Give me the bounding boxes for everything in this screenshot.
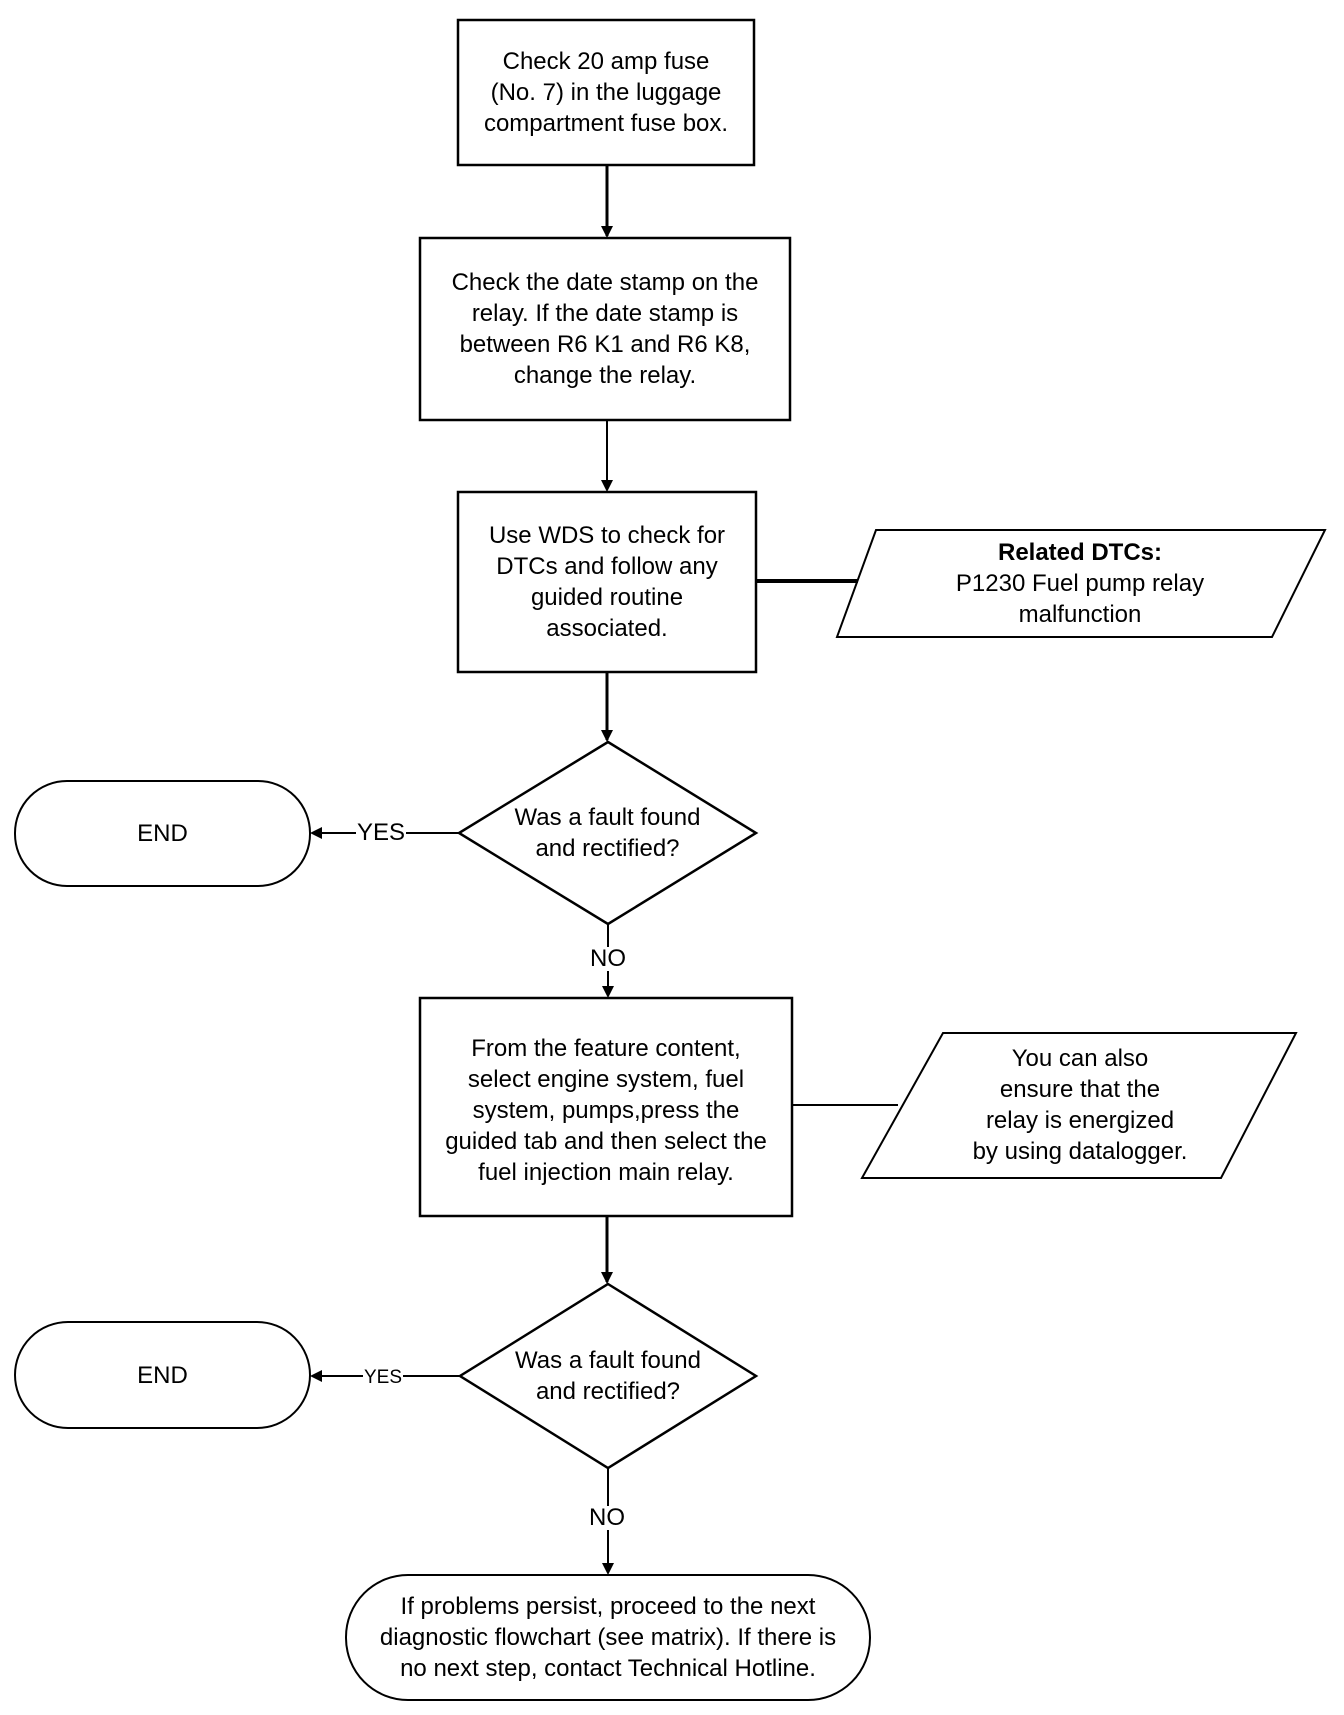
check-date-stamp-box	[418, 236, 792, 422]
related-dtcs-body: P1230 Fuel pump relay malfunction	[955, 570, 1205, 628]
no-label-1: NO	[589, 945, 627, 972]
datalogger-note-text: You can also ensure that the relay is en…	[972, 1045, 1188, 1165]
feature-content-text: From the feature content, select engine …	[445, 1034, 767, 1186]
use-wds-text: Use WDS to check for DTCs and follow any…	[488, 522, 726, 642]
yes-label-1: YES	[356, 819, 407, 846]
decision-1-text: Was a fault found and rectified?	[514, 804, 701, 862]
final-step-text: If problems persist, proceed to the next…	[379, 1593, 837, 1682]
feature-content-box	[418, 996, 794, 1218]
related-dtcs-label-group: Related DTCs: P1230 Fuel pump relay malf…	[860, 530, 1300, 637]
end-1-text: END	[137, 820, 188, 847]
yes-label-2: YES	[363, 1366, 404, 1390]
use-wds-box	[456, 490, 758, 674]
decision-2-text: Was a fault found and rectified?	[515, 1347, 701, 1405]
check-fuse-box	[456, 18, 756, 167]
related-dtcs-title: Related DTCs:	[997, 539, 1163, 566]
end-2-text: END	[137, 1361, 188, 1389]
no-label-2: NO	[588, 1504, 626, 1531]
final-step-terminator	[345, 1574, 871, 1701]
check-fuse-text: Check 20 amp fuse (No. 7) in the luggage…	[483, 48, 729, 137]
related-dtcs-parallelogram	[835, 529, 1327, 638]
check-date-stamp-text: Check the date stamp on the relay. If th…	[451, 269, 759, 389]
datalogger-note-parallelogram	[860, 1032, 1298, 1179]
